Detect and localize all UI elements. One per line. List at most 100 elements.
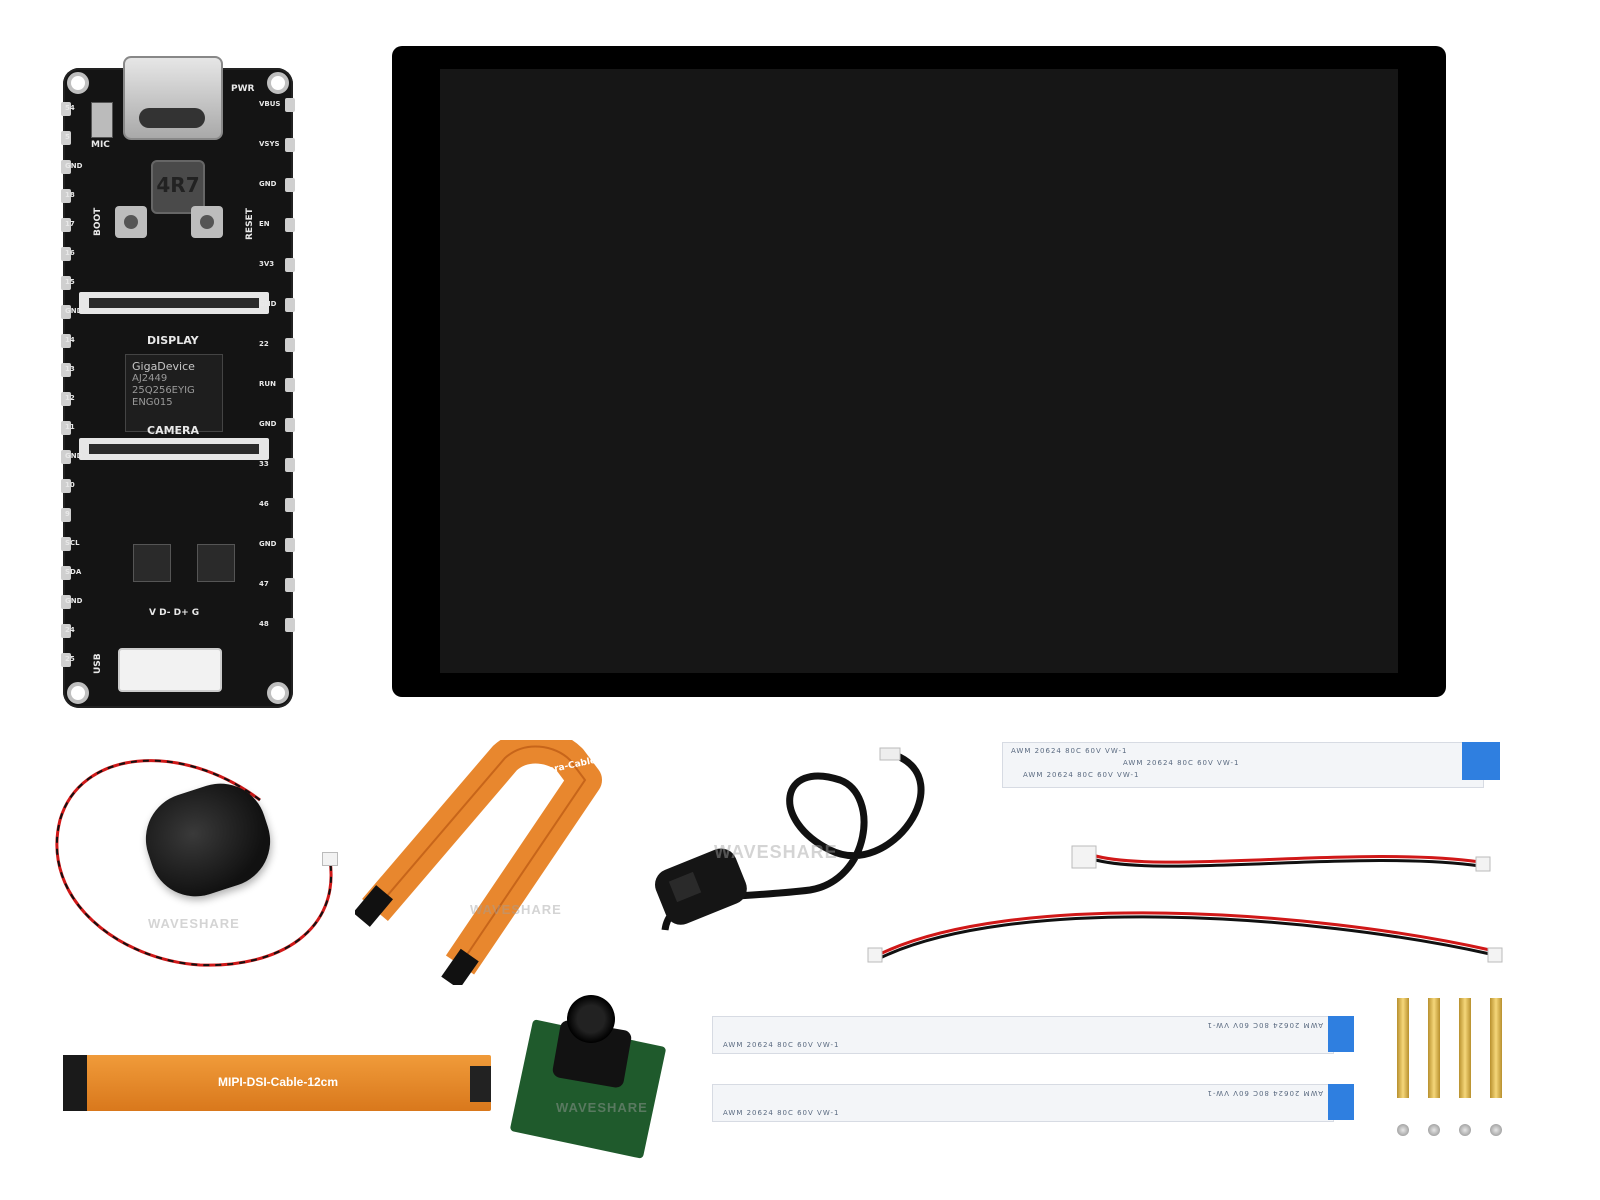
brass-standoff	[1428, 998, 1440, 1098]
ffc-stiffener	[1328, 1084, 1354, 1120]
pin-pad	[61, 595, 71, 609]
pin-label: 54	[65, 104, 75, 112]
pin-pad	[285, 258, 295, 272]
screw	[1459, 1124, 1471, 1136]
pin-label: 3V3	[259, 260, 275, 268]
reset-label: RESET	[245, 208, 255, 240]
speaker-wire	[55, 759, 333, 967]
pin-pad	[285, 178, 295, 192]
watermark: WAVESHARE	[148, 916, 240, 931]
pin-label: 11	[65, 423, 75, 431]
pin-pad	[61, 102, 71, 116]
pin-pad	[61, 160, 71, 174]
watermark: WAVESHARE	[556, 1100, 648, 1115]
mounting-hole	[67, 682, 89, 704]
camera-flex-cable	[355, 740, 602, 985]
pin-pad	[61, 537, 71, 551]
pin-pad	[61, 334, 71, 348]
brass-standoff	[1490, 998, 1502, 1098]
pin-pad	[285, 378, 295, 392]
pin-label: 16	[65, 249, 75, 257]
dev-board: PWR MIC 4R7 BOOT RESET DISPLAY GigaDevic…	[61, 56, 295, 708]
pin-label: 15	[65, 278, 75, 286]
ffc-print: AWM 20624 80C 60V VW-1	[723, 1109, 840, 1117]
pin-label: GND	[259, 420, 277, 428]
pin-pad	[61, 421, 71, 435]
pin-pad	[61, 508, 71, 522]
flash-chip: GigaDevice AJ2449 25Q256EYIG ENG015	[125, 354, 223, 432]
flash-line1: AJ2449	[132, 373, 168, 384]
pin-label: 12	[65, 394, 75, 402]
pin-label: 9	[65, 510, 70, 518]
pin-pad	[61, 653, 71, 667]
ffc-stiffener	[1462, 742, 1500, 780]
ffc-stiffener	[1328, 1016, 1354, 1052]
pin-label: 5	[65, 133, 70, 141]
screw	[1490, 1124, 1502, 1136]
pin-label: 22	[259, 340, 269, 348]
pin-pad	[61, 450, 71, 464]
pin-label: 17	[65, 220, 75, 228]
mounting-hole	[67, 72, 89, 94]
camera-lens	[567, 995, 615, 1043]
wire-cables	[867, 845, 1503, 963]
pin-label: VSYS	[259, 140, 280, 148]
pin-label: 14	[65, 336, 75, 344]
pin-pad	[61, 479, 71, 493]
pwr-label: PWR	[231, 84, 255, 94]
ffc-print: AWM 20624 80C 60V VW-1	[1023, 771, 1140, 779]
flash-line3: ENG015	[132, 397, 173, 408]
mic-label: MIC	[91, 140, 110, 150]
pin-pad	[285, 138, 295, 152]
pin-pad	[285, 538, 295, 552]
pin-pad	[61, 247, 71, 261]
pin-pad	[61, 131, 71, 145]
microphone	[91, 102, 113, 138]
pin-pad	[61, 392, 71, 406]
pin-pad	[285, 498, 295, 512]
screw	[1397, 1124, 1409, 1136]
pin-pad	[61, 218, 71, 232]
chip	[197, 544, 235, 582]
display-screen	[440, 69, 1398, 673]
ffc-print: AWM 20624 80C 60V VW-1	[1123, 759, 1240, 767]
pin-label: 48	[259, 620, 269, 628]
camera-connector	[79, 438, 269, 460]
mipi-connector-end	[63, 1055, 87, 1111]
pin-pad	[61, 305, 71, 319]
pin-label: GND	[259, 300, 277, 308]
ffc-print: AWM 20624 80C 60V VW-1	[1206, 1089, 1323, 1097]
pin-label: GND	[65, 307, 83, 315]
pin-label: RUN	[259, 380, 276, 388]
pin-pad	[61, 566, 71, 580]
pin-pad	[61, 189, 71, 203]
ffc-print: AWM 20624 80C 60V VW-1	[723, 1041, 840, 1049]
usb-label: USB	[93, 653, 103, 674]
boot-label: BOOT	[93, 207, 103, 236]
pin-pad	[61, 624, 71, 638]
inductor: 4R7	[151, 160, 205, 214]
pin-label: EN	[259, 220, 270, 228]
usb-otg-cable	[655, 747, 925, 931]
pin-label: 25	[65, 655, 75, 663]
reset-button[interactable]	[191, 206, 223, 238]
pin-pad	[285, 458, 295, 472]
pin-label: GND	[65, 452, 83, 460]
mipi-cable-label: MIPI-DSI-Cable-12cm	[218, 1075, 339, 1089]
pin-label: SCL	[65, 539, 80, 547]
pin-label: GND	[259, 180, 277, 188]
flash-line2: 25Q256EYIG	[132, 385, 195, 396]
ffc-cable-2: AWM 20624 80C 60V VW-1 AWM 20624 80C 60V…	[712, 1084, 1334, 1122]
pin-pad	[285, 618, 295, 632]
brass-standoff	[1397, 998, 1409, 1098]
mipi-dsi-cable	[63, 1055, 491, 1111]
boot-button[interactable]	[115, 206, 147, 238]
pin-label: GND	[259, 540, 277, 548]
watermark: WAVESHARE	[714, 842, 838, 862]
watermark: WAVESHARE	[470, 902, 562, 917]
mounting-hole	[267, 72, 289, 94]
chip	[133, 544, 171, 582]
pin-label: SDA	[65, 568, 82, 576]
speaker-connector	[322, 852, 338, 866]
pin-label: 10	[65, 481, 75, 489]
